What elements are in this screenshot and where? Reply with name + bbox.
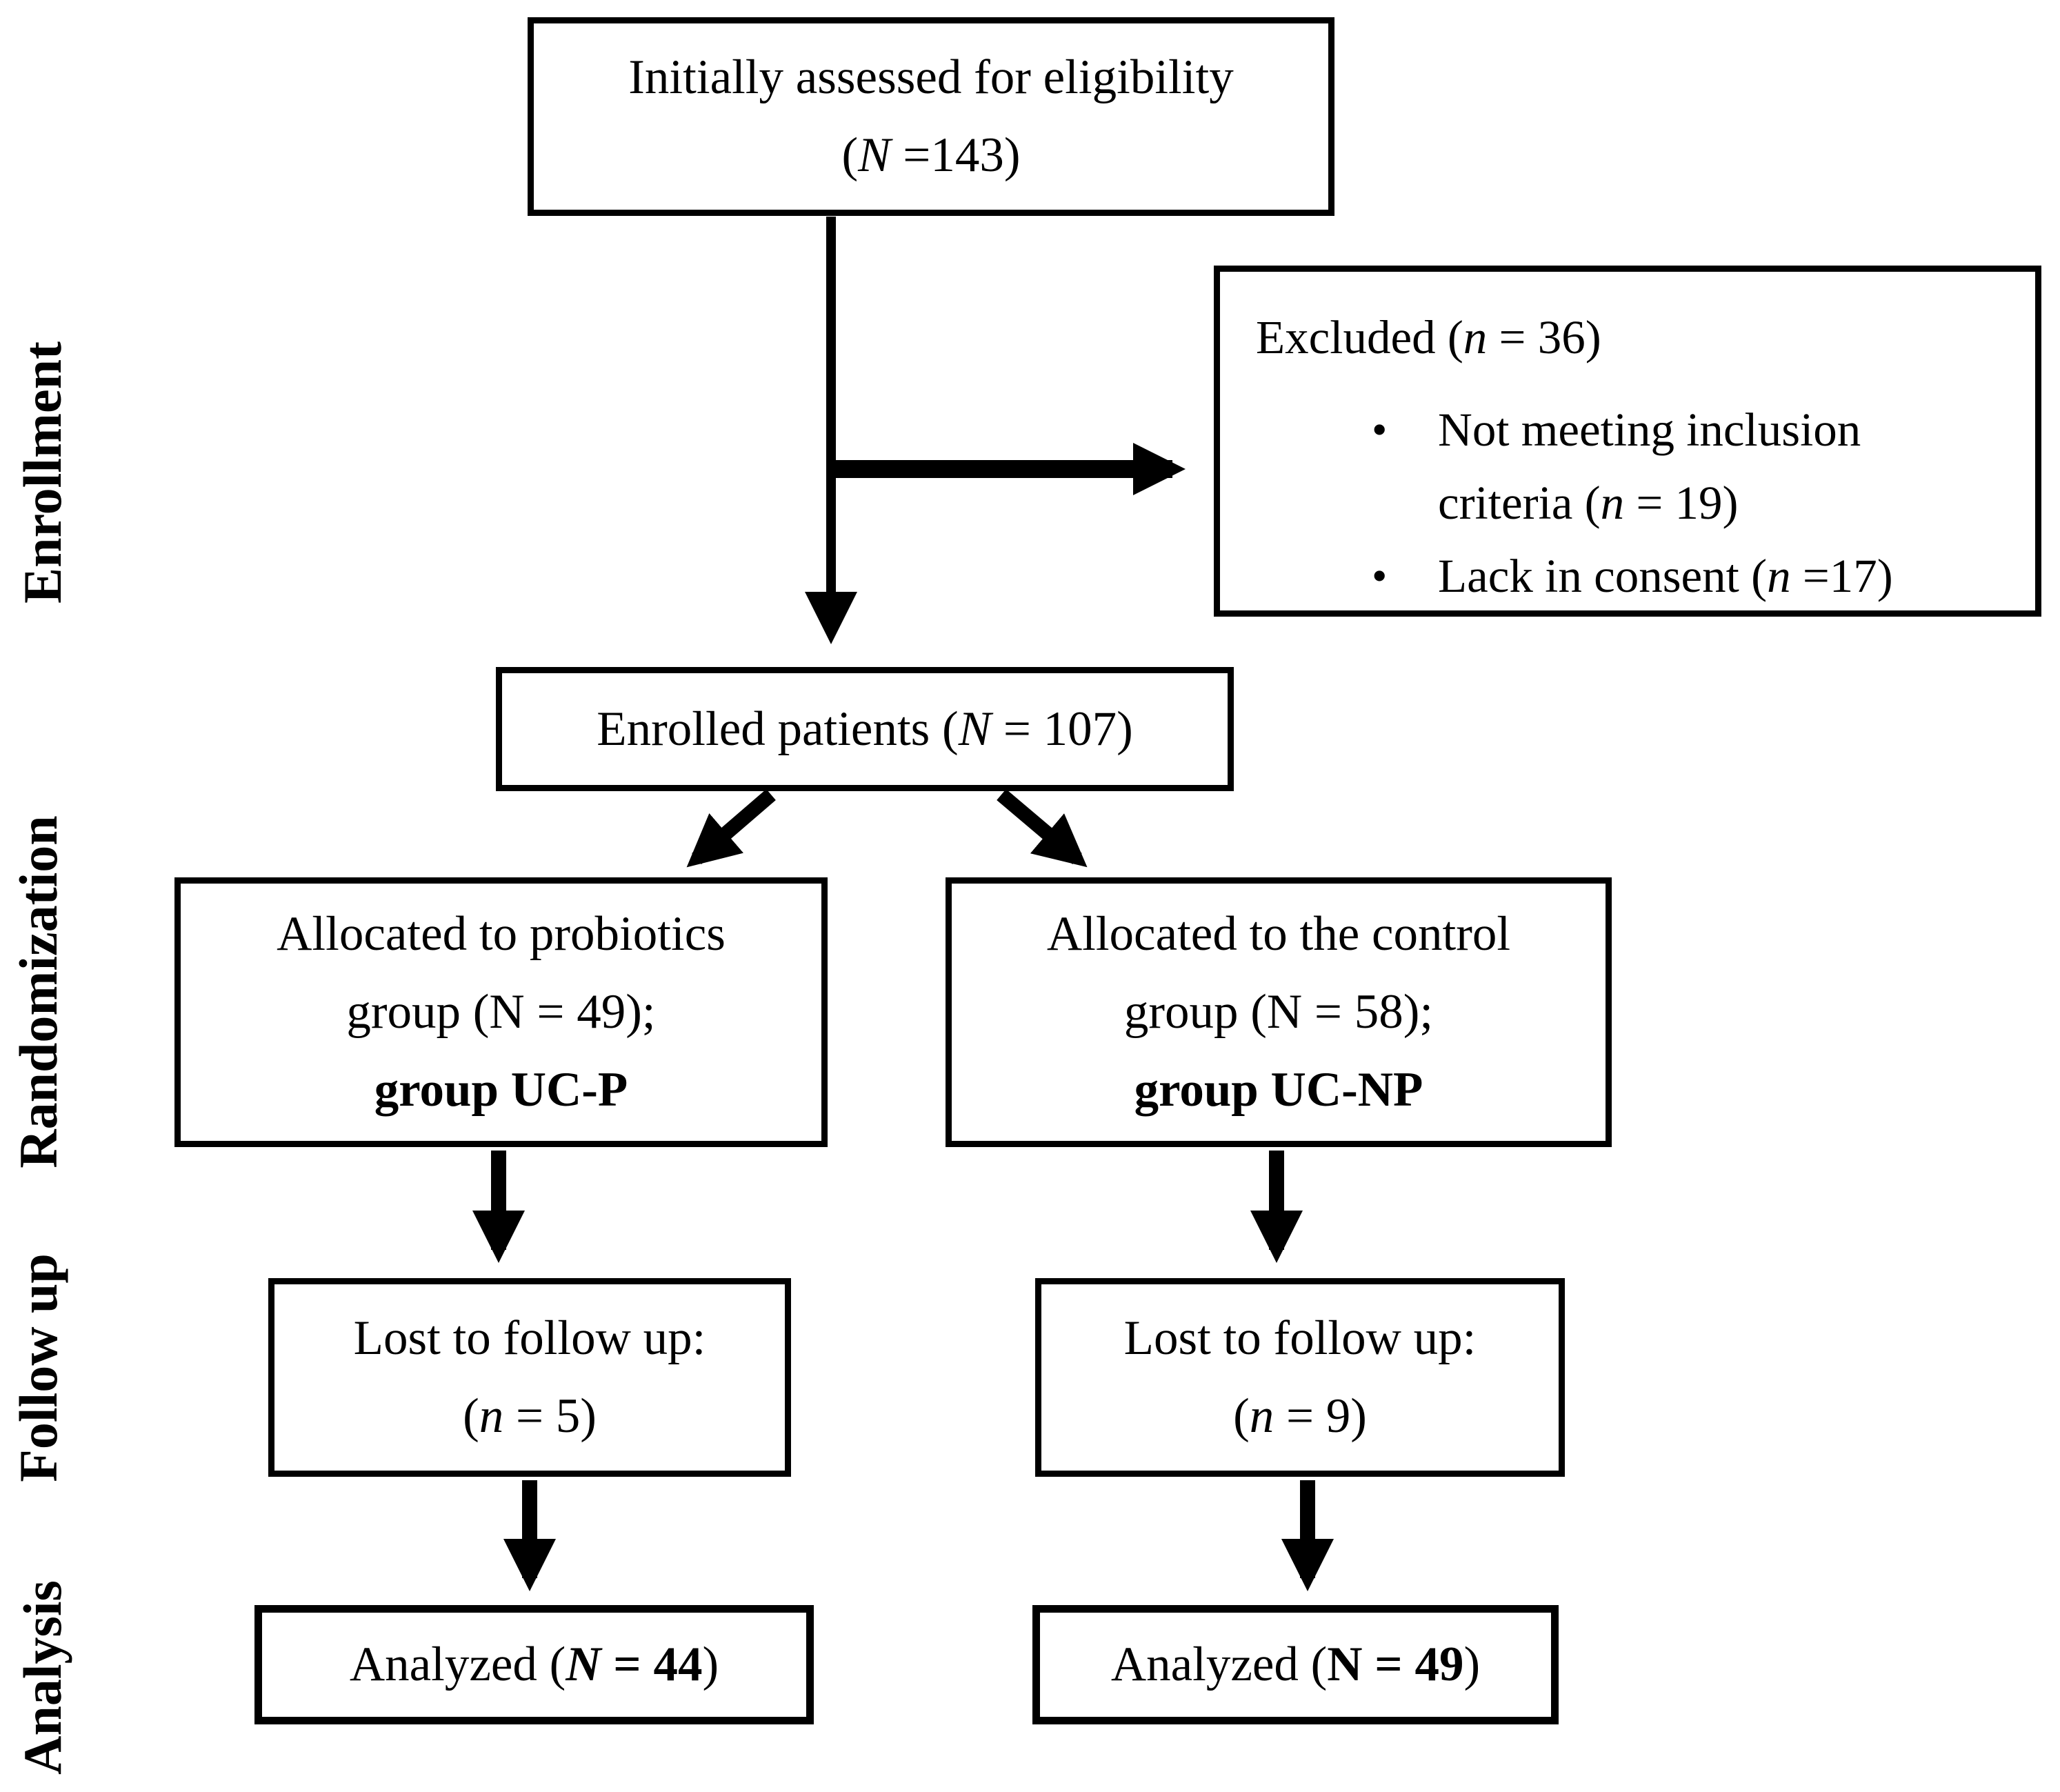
section-label-enrollment: Enrollment: [12, 341, 72, 604]
box-initially-assessed: Initially assessed for eligibility(N =14…: [528, 17, 1334, 216]
excluded-title: Excluded (n = 36): [1256, 311, 1601, 364]
excluded-bullet-item: • Not meeting inclusion criteria (n = 19…: [1256, 393, 1976, 539]
box-enrolled-patients: Enrolled patients (N = 107): [496, 667, 1234, 791]
excluded-bullet-1-text: Not meeting inclusion criteria (n = 19): [1438, 404, 1861, 529]
bullet-icon: •: [1372, 551, 1388, 600]
excluded-bullet-2-text: Lack in consent (n =17): [1438, 550, 1893, 602]
box-analyzed-control: Analyzed (N = 49): [1032, 1605, 1559, 1724]
arrow-enrolled-to-control-group: [997, 788, 1088, 868]
box-lost-followup-probiotics: Lost to follow up:(n = 5): [268, 1278, 791, 1477]
box-excluded: Excluded (n = 36) • Not meeting inclusio…: [1214, 266, 2041, 617]
excluded-bullet-item: • Lack in consent (n =17): [1256, 539, 1893, 613]
section-label-randomization: Randomization: [8, 815, 68, 1168]
bullet-icon: •: [1372, 405, 1388, 454]
box-analyzed-probiotics: Analyzed (N = 44): [254, 1605, 814, 1724]
box-lost-followup-control: Lost to follow up:(n = 9): [1035, 1278, 1565, 1477]
section-label-analysis: Analysis: [12, 1580, 72, 1775]
arrow-enrolled-to-probiotics-group: [686, 789, 776, 868]
section-label-follow-up: Follow up: [8, 1253, 68, 1482]
